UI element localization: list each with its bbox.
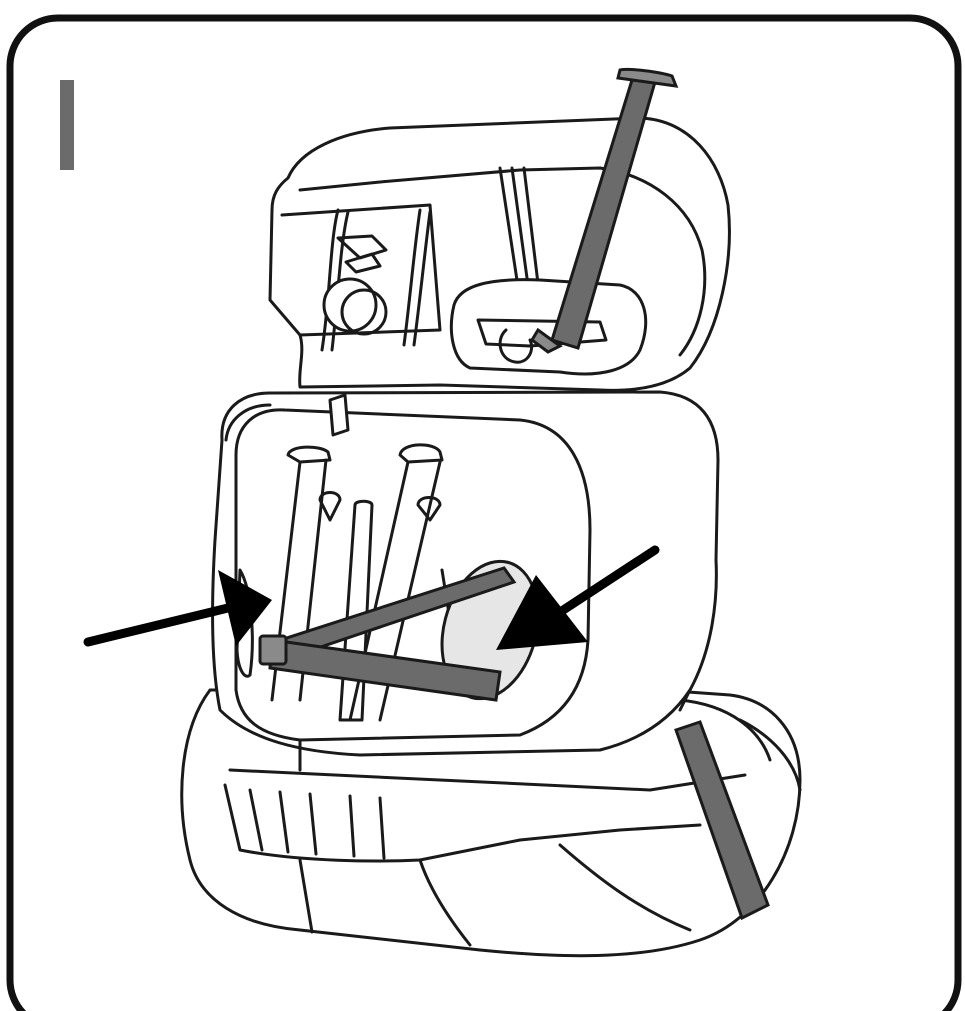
step-marker-bar (60, 80, 74, 170)
headrest (270, 118, 729, 390)
